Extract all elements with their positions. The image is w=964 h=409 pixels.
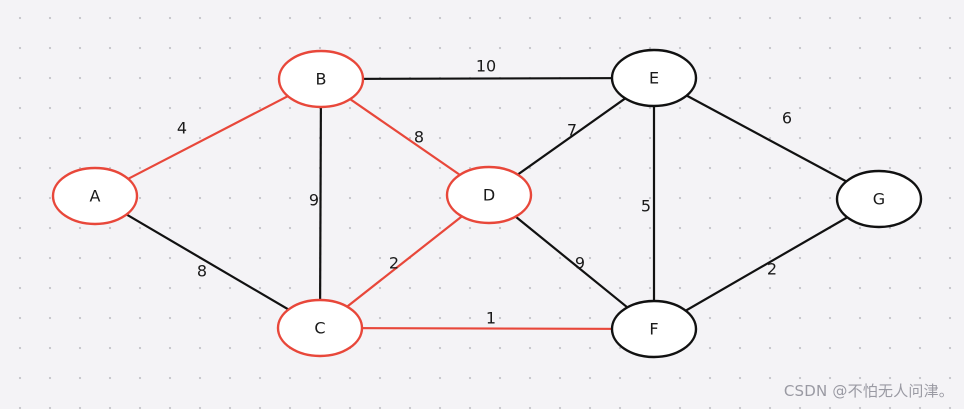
node-ellipse-f <box>610 299 698 359</box>
edge-f-g <box>653 198 880 330</box>
edge-weight-d-f: 9 <box>575 254 585 273</box>
node-ellipse-e <box>610 48 698 108</box>
edge-b-c <box>318 78 323 329</box>
edge-weight-c-d: 2 <box>389 254 399 273</box>
edge-e-g <box>653 77 880 200</box>
node-f: F <box>610 299 698 359</box>
node-ellipse-c <box>276 298 364 358</box>
edge-weight-a-b: 4 <box>177 119 187 138</box>
node-e: E <box>610 48 698 108</box>
edge-b-e <box>320 76 655 81</box>
edge-weight-e-g: 6 <box>782 109 792 128</box>
watermark: CSDN @不怕无人问津。 <box>783 382 954 400</box>
node-label-f: F <box>649 320 658 339</box>
edge-weight-e-f: 5 <box>641 197 651 216</box>
edge-a-c <box>94 195 321 329</box>
node-ellipse-a <box>51 166 139 226</box>
node-ellipse-g <box>835 169 923 229</box>
nodes-layer: A B C D E F G <box>51 48 923 359</box>
edge-weight-d-e: 7 <box>567 121 577 140</box>
node-label-b: B <box>316 70 327 89</box>
node-ellipse-b <box>277 49 365 109</box>
edge-weight-c-f: 1 <box>486 309 496 328</box>
node-ellipse-d <box>445 165 533 225</box>
node-label-c: C <box>314 319 325 338</box>
node-label-g: G <box>873 190 885 209</box>
edge-weight-b-c: 9 <box>309 191 319 210</box>
node-b: B <box>277 49 365 109</box>
node-d: D <box>445 165 533 225</box>
edge-labels-layer: 4 8 9 8 10 2 1 7 9 5 6 2 <box>177 57 792 328</box>
edge-weight-f-g: 2 <box>767 260 777 279</box>
node-a: A <box>51 166 139 226</box>
node-label-d: D <box>483 186 495 205</box>
node-c: C <box>276 298 364 358</box>
node-g: G <box>835 169 923 229</box>
node-label-e: E <box>649 69 659 88</box>
edge-c-f <box>319 326 655 331</box>
edge-weight-b-d: 8 <box>414 128 424 147</box>
node-label-a: A <box>90 187 101 206</box>
edge-weight-a-c: 8 <box>197 262 207 281</box>
edge-a-b <box>94 78 322 197</box>
edge-weight-b-e: 10 <box>476 57 496 76</box>
